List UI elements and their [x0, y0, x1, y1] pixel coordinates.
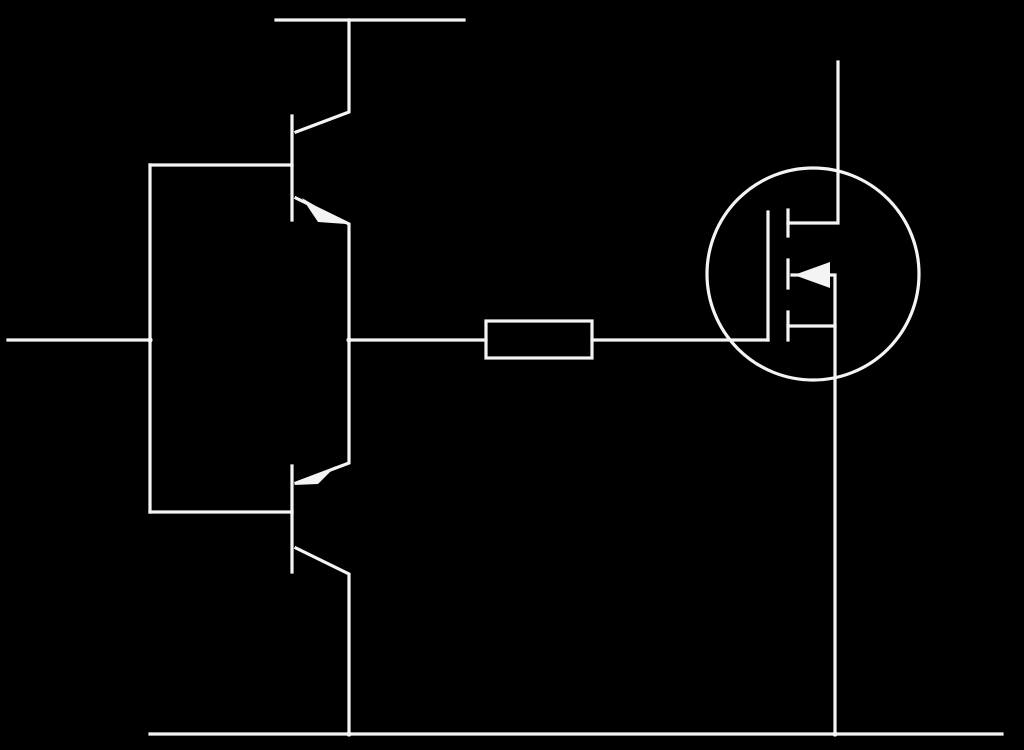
pnp-emitter-arrow-icon [294, 466, 336, 485]
gate-resistor [484, 319, 594, 360]
ground-junction-dot-right [832, 731, 838, 737]
input-junction-dot [147, 337, 153, 343]
npn-transistor [290, 18, 351, 342]
npn-collector-lead [293, 18, 351, 135]
mosfet-drain-lead [786, 60, 840, 225]
npn-emitter-arrow-icon [302, 198, 346, 224]
pnp-transistor [290, 338, 351, 736]
pnp-collector-lead [293, 545, 351, 736]
ground-junction-dot-left [346, 731, 352, 737]
mosfet-body-lead [790, 273, 837, 736]
pnp-emitter-lead [293, 338, 351, 486]
output-network [347, 319, 770, 360]
junctions [147, 337, 838, 737]
mosfet-body-arrow-icon [794, 262, 830, 288]
output-junction-dot [346, 337, 352, 343]
supply-rails [148, 18, 1004, 736]
mosfet [705, 60, 921, 736]
mosfet-envelope [705, 166, 921, 382]
